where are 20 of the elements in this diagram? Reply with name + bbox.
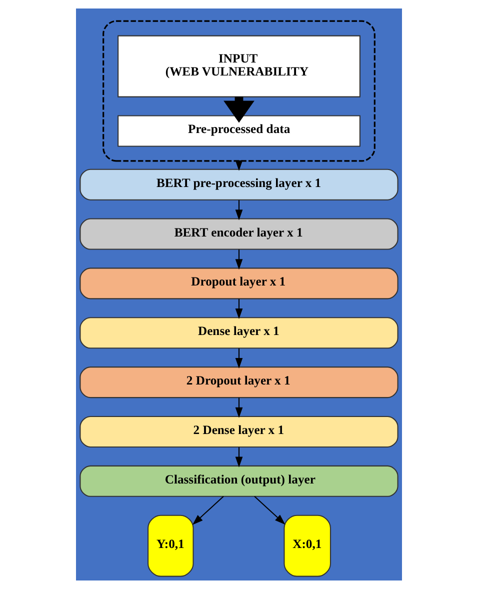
arrow <box>235 447 243 468</box>
node-box: 2 Dense layer x 1 <box>80 416 398 448</box>
arrow <box>235 398 243 418</box>
arrow <box>192 496 224 525</box>
node-box: Y:0,1 <box>148 514 194 577</box>
node-box: BERT encoder layer x 1 <box>80 218 398 250</box>
node-box: Dropout layer x 1 <box>80 268 398 300</box>
node-box: Pre-processed data <box>118 115 360 147</box>
node-box: Classification (output) layer <box>80 465 398 497</box>
node-box: INPUT (WEB VULNERABILITY <box>118 35 360 98</box>
arrow <box>254 496 286 525</box>
node-box: Dense layer x 1 <box>80 317 398 349</box>
node-box: X:0,1 <box>284 514 332 577</box>
cluster <box>102 20 376 162</box>
arrow <box>235 200 243 220</box>
arrow <box>235 348 243 368</box>
arrow <box>235 298 243 320</box>
node-box: BERT pre-processing layer x 1 <box>80 168 398 200</box>
arrow <box>235 250 243 270</box>
node-box: 2 Dropout layer x 1 <box>80 366 398 398</box>
